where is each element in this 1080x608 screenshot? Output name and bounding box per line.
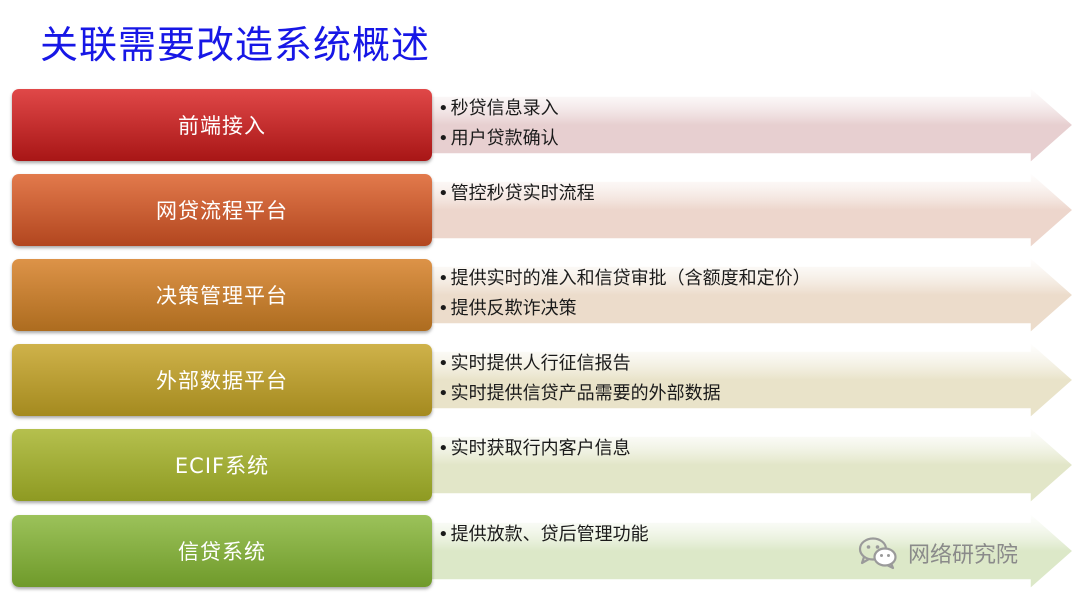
system-label: 前端接入: [178, 114, 266, 138]
arrow-band: [400, 86, 1075, 164]
system-label-box: 外部数据平台: [12, 344, 432, 416]
system-label: ECIF系统: [174, 454, 270, 478]
bullet-item: 管控秒贷实时流程: [438, 179, 595, 209]
bullet-item: 提供实时的准入和信贷审批（含额度和定价）: [438, 264, 811, 294]
bullet-list: 管控秒贷实时流程: [438, 179, 595, 209]
system-row: ECIF系统 实时获取行内客户信息: [0, 426, 1080, 504]
system-row: 网贷流程平台 管控秒贷实时流程: [0, 171, 1080, 249]
system-label-box: 网贷流程平台: [12, 174, 432, 246]
bullet-item: 秒贷信息录入: [438, 94, 559, 124]
bullet-item: 提供反欺诈决策: [438, 294, 811, 324]
system-label: 决策管理平台: [156, 284, 288, 308]
bullet-list: 实时提供人行征信报告实时提供信贷产品需要的外部数据: [438, 349, 721, 409]
system-label-box: 决策管理平台: [12, 259, 432, 331]
system-row: 决策管理平台 提供实时的准入和信贷审批（含额度和定价）提供反欺诈决策: [0, 256, 1080, 334]
bullet-list: 秒贷信息录入用户贷款确认: [438, 94, 559, 154]
slide-title: 关联需要改造系统概述: [40, 23, 431, 67]
bullet-list: 实时获取行内客户信息: [438, 434, 631, 464]
watermark-text: 网络研究院: [908, 543, 1019, 568]
bullet-item: 实时获取行内客户信息: [438, 434, 631, 464]
system-label: 信贷系统: [178, 540, 266, 564]
bullet-list: 提供实时的准入和信贷审批（含额度和定价）提供反欺诈决策: [438, 264, 811, 324]
system-row: 外部数据平台 实时提供人行征信报告实时提供信贷产品需要的外部数据: [0, 341, 1080, 419]
system-label: 外部数据平台: [156, 369, 288, 393]
system-label-box: 前端接入: [12, 89, 432, 161]
bullet-item: 实时提供人行征信报告: [438, 349, 721, 379]
bullet-item: 提供放款、贷后管理功能: [438, 520, 649, 550]
bullet-item: 实时提供信贷产品需要的外部数据: [438, 379, 721, 409]
wechat-icon: [858, 536, 898, 570]
bullet-list: 提供放款、贷后管理功能: [438, 520, 649, 550]
system-row: 前端接入 秒贷信息录入用户贷款确认: [0, 86, 1080, 164]
system-row: 信贷系统 提供放款、贷后管理功能: [0, 512, 1080, 590]
system-label-box: 信贷系统: [12, 515, 432, 587]
system-label-box: ECIF系统: [12, 429, 432, 501]
watermark: 网络研究院: [858, 536, 1018, 570]
bullet-item: 用户贷款确认: [438, 124, 559, 154]
system-label: 网贷流程平台: [156, 199, 288, 223]
